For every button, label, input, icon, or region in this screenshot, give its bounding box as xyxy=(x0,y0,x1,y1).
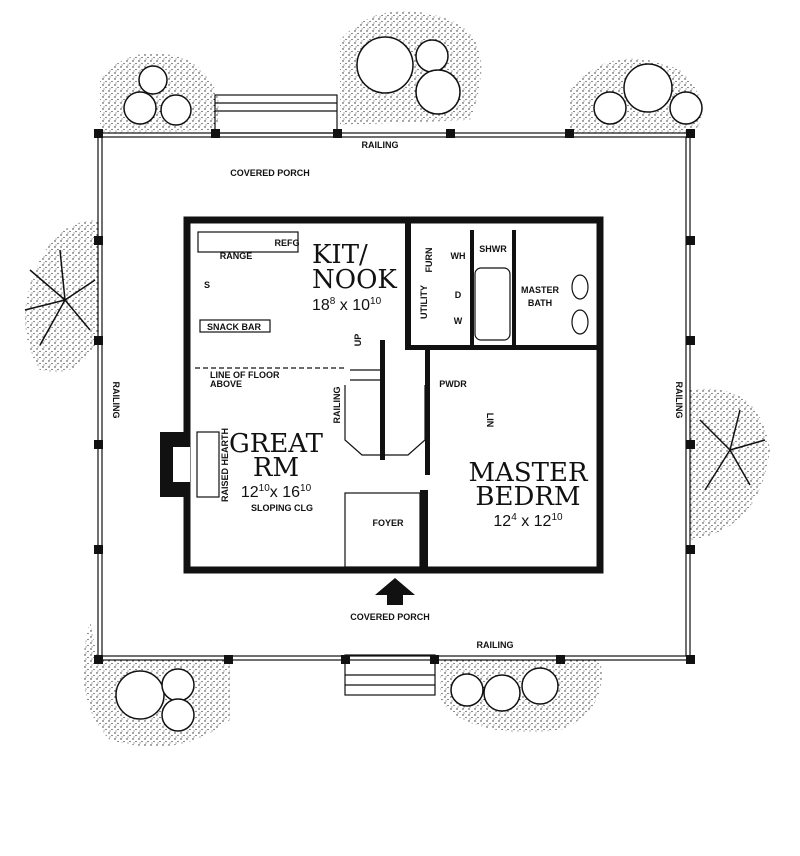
room-name: GREAT xyxy=(229,429,324,459)
railing-label: RAILING xyxy=(477,640,514,650)
room-name: KIT/ xyxy=(312,240,368,270)
plant-icon xyxy=(24,249,766,491)
room-dimensions: 1210x 1610 xyxy=(241,483,312,501)
porch-label-top: COVERED PORCH xyxy=(230,168,310,178)
sink-label: S xyxy=(204,280,210,290)
entry-arrow-icon xyxy=(375,578,415,605)
railing-label: RAILING xyxy=(362,140,399,150)
shower-label: SHWR xyxy=(479,244,507,254)
stairs-up-label: UP xyxy=(353,334,363,347)
floor-above-label: LINE OF FLOOR xyxy=(210,370,280,380)
snack-bar-label: SNACK BAR xyxy=(207,322,262,332)
labels: COVERED PORCH RAILING RAILING RAILING RA… xyxy=(111,140,684,650)
landscaping xyxy=(24,11,770,747)
hearth-label: RAISED HEARTH xyxy=(220,428,230,502)
water-heater-label: WH xyxy=(451,251,466,261)
porch-steps-top xyxy=(214,94,338,134)
room-name: NOOK xyxy=(312,265,397,295)
room-name: MASTER xyxy=(521,285,560,295)
dryer-label: D xyxy=(455,290,462,300)
room-name: BEDRM xyxy=(475,482,580,512)
railing-label: RAILING xyxy=(674,382,684,419)
room-name: PWDR xyxy=(439,379,467,389)
floor-above-label: ABOVE xyxy=(210,379,242,389)
room-name: BATH xyxy=(528,298,552,308)
room-name: RM xyxy=(253,453,299,483)
utility-label: UTILITY xyxy=(419,285,429,319)
stair-railing-label: RAILING xyxy=(332,387,342,424)
washer-label: W xyxy=(454,316,463,326)
porch xyxy=(94,94,695,696)
room-dimensions: 188 x 1010 xyxy=(312,296,382,314)
sloping-ceiling-note: SLOPING CLG xyxy=(251,503,313,513)
room-dimensions: 124 x 1210 xyxy=(493,512,563,530)
range-label: RANGE xyxy=(220,251,253,261)
refrigerator-label: REFG xyxy=(274,238,299,248)
staircase xyxy=(344,385,426,456)
bathtub xyxy=(474,267,511,341)
tree-icon xyxy=(115,36,703,732)
railing-label: RAILING xyxy=(111,382,121,419)
porch-label-bottom: COVERED PORCH xyxy=(350,612,430,622)
walls xyxy=(160,216,604,605)
room-name: FOYER xyxy=(372,518,404,528)
linen-label: LIN xyxy=(485,413,495,428)
furnace-label: FURN xyxy=(424,248,434,273)
room-name: MASTER xyxy=(468,458,589,488)
